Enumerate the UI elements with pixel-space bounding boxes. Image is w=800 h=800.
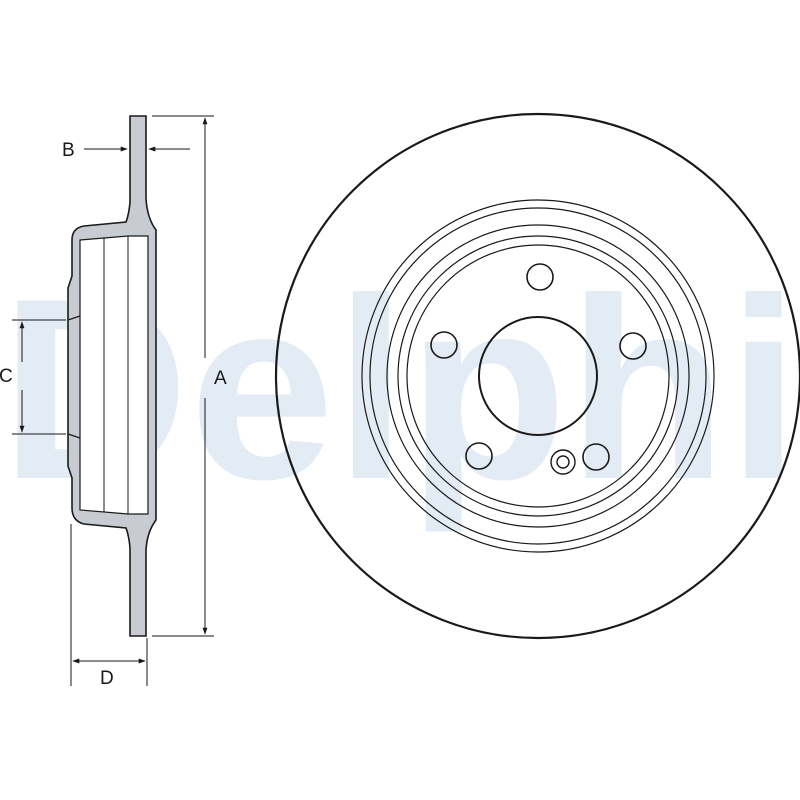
dim-a-label: A — [214, 368, 227, 389]
disc-hat-edge-3 — [397, 235, 679, 517]
dimension-a: A — [152, 115, 227, 637]
disc-hat-edge-4 — [406, 244, 670, 508]
disc-side-section — [67, 115, 157, 637]
bolt-hole-4 — [465, 442, 493, 470]
dimension-d: D — [70, 524, 148, 689]
disc-outer-edge — [274, 112, 800, 640]
bolt-hole-2 — [619, 332, 647, 360]
locating-hole-inner — [556, 455, 570, 469]
locating-hole-outer — [550, 449, 576, 475]
bolt-hole-3 — [582, 443, 610, 471]
bore-bottom — [67, 433, 81, 439]
dim-b-label: B — [62, 140, 75, 161]
dimension-c: C — [0, 319, 66, 435]
dim-c-label: C — [0, 366, 13, 387]
bolt-hole-1 — [526, 263, 554, 291]
disc-hat-edge-1 — [369, 207, 707, 545]
dim-d-label: D — [100, 668, 114, 689]
disc-front-view — [274, 112, 800, 640]
section-hollow — [79, 235, 149, 515]
disc-hat-edge-2 — [386, 224, 690, 528]
bolt-hole-5 — [430, 331, 458, 359]
disc-friction-ring-inner — [361, 199, 715, 553]
dimension-b: B — [62, 140, 190, 161]
hub-center-bore — [478, 316, 598, 436]
bore-top — [67, 315, 81, 321]
